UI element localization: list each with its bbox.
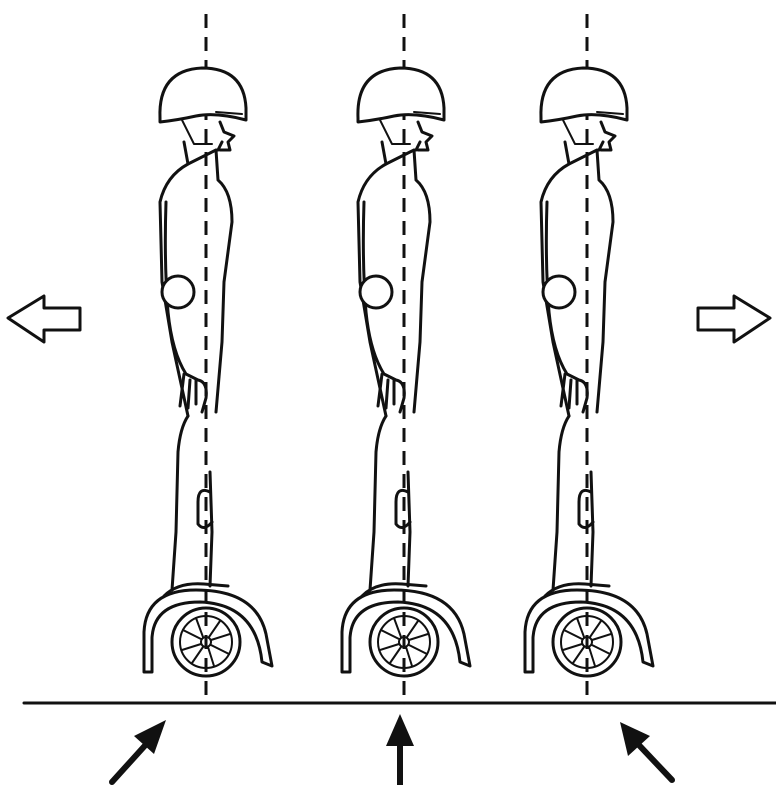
figure-lean-back xyxy=(142,14,274,700)
figure-lean-forward xyxy=(523,14,655,700)
arrow-left-icon xyxy=(6,294,82,344)
arrow-up-icon xyxy=(386,714,414,785)
arrow-up-left-icon xyxy=(620,722,675,783)
arrow-up-right-icon xyxy=(109,720,166,785)
figure-upright xyxy=(340,14,472,700)
arrow-right-icon xyxy=(696,294,772,344)
